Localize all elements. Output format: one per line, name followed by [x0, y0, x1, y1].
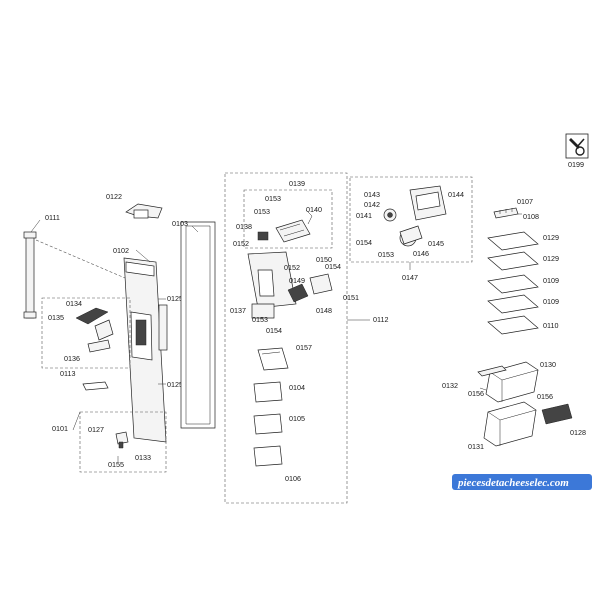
- callout-0104: 0104: [289, 383, 305, 392]
- watermark-banner: piecesdetacheeselec.com: [452, 474, 592, 490]
- callout-0153-top: 0153: [265, 194, 281, 203]
- callout-0152-right: 0152: [284, 263, 300, 272]
- callout-0113: 0113: [60, 369, 75, 378]
- callout-0112: 0112: [373, 315, 388, 324]
- door-bin-0106: [253, 445, 283, 467]
- callout-0131: 0131: [468, 442, 484, 451]
- door-handle-part: [23, 231, 37, 319]
- glass-shelf-0109-top: [487, 274, 539, 294]
- callout-0154-right: 0154: [356, 238, 372, 247]
- shelf-rail-part: [493, 207, 519, 219]
- callout-0153-mid: 0153: [254, 207, 270, 216]
- door-gasket-part: [180, 221, 216, 429]
- callout-0107: 0107: [517, 197, 533, 206]
- callout-0143: 0143: [364, 190, 380, 199]
- callout-0130: 0130: [540, 360, 556, 369]
- callout-0153-right: 0153: [378, 250, 394, 259]
- crisper-drawer-0131: [483, 401, 537, 447]
- callout-0101: 0101: [52, 424, 68, 433]
- callout-0129-top: 0129: [543, 233, 559, 242]
- callout-0132: 0132: [442, 381, 458, 390]
- door-bin-0105: [253, 413, 283, 435]
- callout-0140: 0140: [306, 205, 322, 214]
- callout-0148: 0148: [316, 306, 332, 315]
- callout-0153-low: 0153: [252, 315, 268, 324]
- door-top-cap-part: [125, 203, 163, 219]
- door-bin-0157: [257, 347, 289, 371]
- callout-0154-mid: 0154: [325, 262, 341, 271]
- glass-shelf-0109-bottom: [487, 294, 539, 314]
- callout-0137: 0137: [230, 306, 246, 315]
- glass-shelf-0110: [487, 315, 539, 335]
- callout-0125-upper: 0125: [167, 294, 183, 303]
- callout-0157: 0157: [296, 343, 312, 352]
- callout-0152-left: 0152: [233, 239, 249, 248]
- callout-0102: 0102: [113, 246, 129, 255]
- callout-0135: 0135: [48, 313, 64, 322]
- callout-0122: 0122: [106, 192, 122, 201]
- callout-0149: 0149: [289, 276, 305, 285]
- callout-0106: 0106: [285, 474, 301, 483]
- callout-0146: 0146: [413, 249, 429, 258]
- callout-0151: 0151: [343, 293, 359, 302]
- wrench-screwdriver-icon: [565, 133, 589, 159]
- callout-0145: 0145: [428, 239, 444, 248]
- callout-0108: 0108: [523, 212, 539, 221]
- callout-0156-right: 0156: [537, 392, 553, 401]
- callout-0125-lower: 0125: [167, 380, 183, 389]
- callout-0138: 0138: [236, 222, 252, 231]
- filter-cover-part: [82, 381, 109, 391]
- callout-0156-left: 0156: [468, 389, 484, 398]
- callout-0103: 0103: [172, 219, 188, 228]
- glass-shelf-0129-bottom: [487, 251, 539, 271]
- dispenser-cover-part: [75, 307, 114, 353]
- callout-0111: 0111: [45, 213, 60, 222]
- callout-0144: 0144: [448, 190, 464, 199]
- drawer-cover-0132: [477, 365, 507, 377]
- callout-0134: 0134: [66, 299, 82, 308]
- callout-0150: 0150: [316, 255, 332, 264]
- dispenser-housing-part: [247, 251, 333, 319]
- callout-0136: 0136: [64, 354, 80, 363]
- door-panel-part: [123, 257, 168, 443]
- callout-0110: 0110: [543, 321, 558, 330]
- door-bin-0104: [253, 381, 283, 403]
- callout-0142: 0142: [364, 200, 380, 209]
- callout-0128: 0128: [570, 428, 586, 437]
- callout-0109-top: 0109: [543, 276, 559, 285]
- callout-0127: 0127: [88, 425, 104, 434]
- callout-0199: 0199: [568, 160, 584, 169]
- ice-maker-unit-part: [257, 209, 313, 243]
- glass-shelf-0129-top: [487, 231, 539, 251]
- callout-0141: 0141: [356, 211, 372, 220]
- callout-0105: 0105: [289, 414, 305, 423]
- callout-0139: 0139: [289, 179, 305, 188]
- humidity-slider-part: [541, 403, 573, 425]
- callout-0154-low: 0154: [266, 326, 282, 335]
- callout-0109-bottom: 0109: [543, 297, 559, 306]
- callout-0155: 0155: [108, 460, 124, 469]
- callout-0147: 0147: [402, 273, 418, 282]
- callout-0129-bottom: 0129: [543, 254, 559, 263]
- callout-0133: 0133: [135, 453, 151, 462]
- water-valve-part: [383, 185, 447, 247]
- hinge-part: [115, 431, 129, 449]
- watermark-text: piecesdetacheeselec.com: [457, 477, 569, 489]
